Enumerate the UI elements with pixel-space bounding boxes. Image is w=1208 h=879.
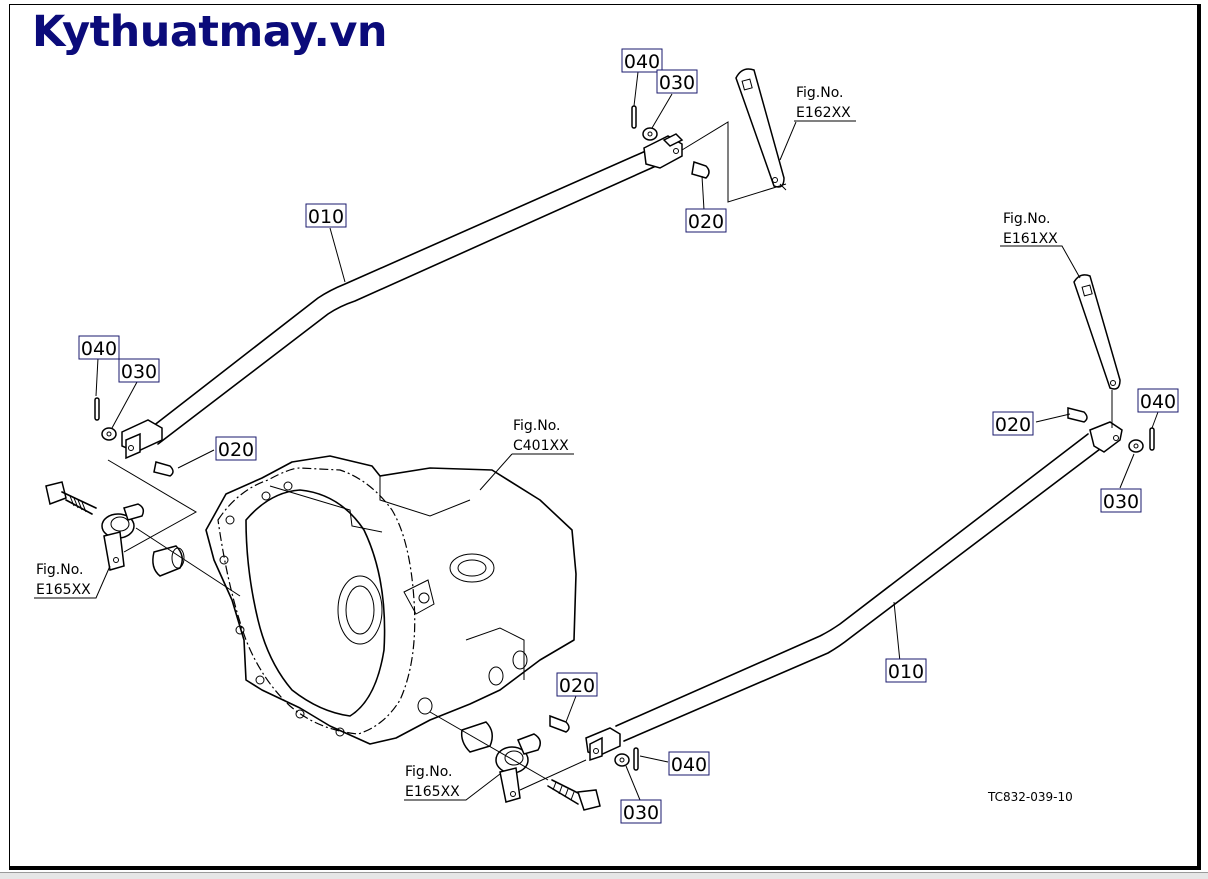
callout-040-bottom[interactable]: 040 [668,751,710,776]
callout-label: 020 [688,211,724,233]
callout-label: 020 [995,414,1031,436]
assembly-lines [107,121,1113,791]
callout-label: 010 [308,206,344,228]
upper-rod [121,133,684,460]
fig-ref-label: Fig.No. [1003,211,1051,227]
callout-label: 040 [671,754,707,776]
callout-label: 030 [121,361,157,383]
fig-ref-code: E165XX [405,784,460,800]
bracket-bottom [429,711,601,811]
leader-lines [34,71,1159,801]
callout-030-left[interactable]: 030 [118,358,160,383]
callout-label: 030 [623,802,659,824]
fig-ref-e161xx[interactable]: Fig.No. E161XX [1003,211,1058,247]
callout-040-top[interactable]: 040 [621,48,663,73]
callout-label: 040 [624,51,660,73]
fig-ref-code: E162XX [796,105,851,121]
callout-030-top[interactable]: 030 [656,69,698,94]
callout-040-left[interactable]: 040 [78,335,120,360]
fig-ref-e165xx-left[interactable]: Fig.No. E165XX [36,562,91,598]
fig-ref-label: Fig.No. [36,562,84,578]
callout-label: 030 [659,72,695,94]
callout-label: 010 [888,661,924,683]
callout-label: 040 [81,338,117,360]
callout-label: 030 [1103,491,1139,513]
callout-020-top[interactable]: 020 [685,208,727,233]
callout-label: 040 [1140,391,1176,413]
callout-040-right[interactable]: 040 [1137,388,1179,413]
lever-upper [735,68,787,191]
fig-ref-code: E161XX [1003,231,1058,247]
fig-ref-e165xx-bottom[interactable]: Fig.No. E165XX [405,764,460,800]
callout-030-bottom[interactable]: 030 [620,799,662,824]
lever-lower [1073,274,1121,390]
callout-label: 020 [218,439,254,461]
callout-020-left[interactable]: 020 [215,436,257,461]
hardware [94,105,1155,771]
callout-010-upper[interactable]: 010 [305,203,347,228]
lower-rod [585,421,1123,762]
callout-020-right[interactable]: 020 [992,411,1034,436]
fig-ref-e162xx[interactable]: Fig.No. E162XX [794,85,856,122]
site-title: Kythuatmay.vn [32,7,388,57]
fig-ref-label: Fig.No. [405,764,453,780]
callout-010-lower[interactable]: 010 [885,658,927,683]
fig-ref-code: E165XX [36,582,91,598]
bracket-left [45,481,241,597]
callout-020-bottom[interactable]: 020 [556,672,598,697]
transmission-housing [205,455,577,745]
fig-ref-c401xx[interactable]: Fig.No. C401XX [513,418,569,454]
window-bottom-edge [0,872,1208,879]
callout-030-right[interactable]: 030 [1100,488,1142,513]
callout-label: 020 [559,675,595,697]
drawing-code: TC832-039-10 [987,790,1073,804]
drawing-frame [9,4,1201,870]
fig-ref-label: Fig.No. [796,85,844,101]
fig-ref-label: Fig.No. [513,418,561,434]
fig-ref-code: C401XX [513,438,569,454]
